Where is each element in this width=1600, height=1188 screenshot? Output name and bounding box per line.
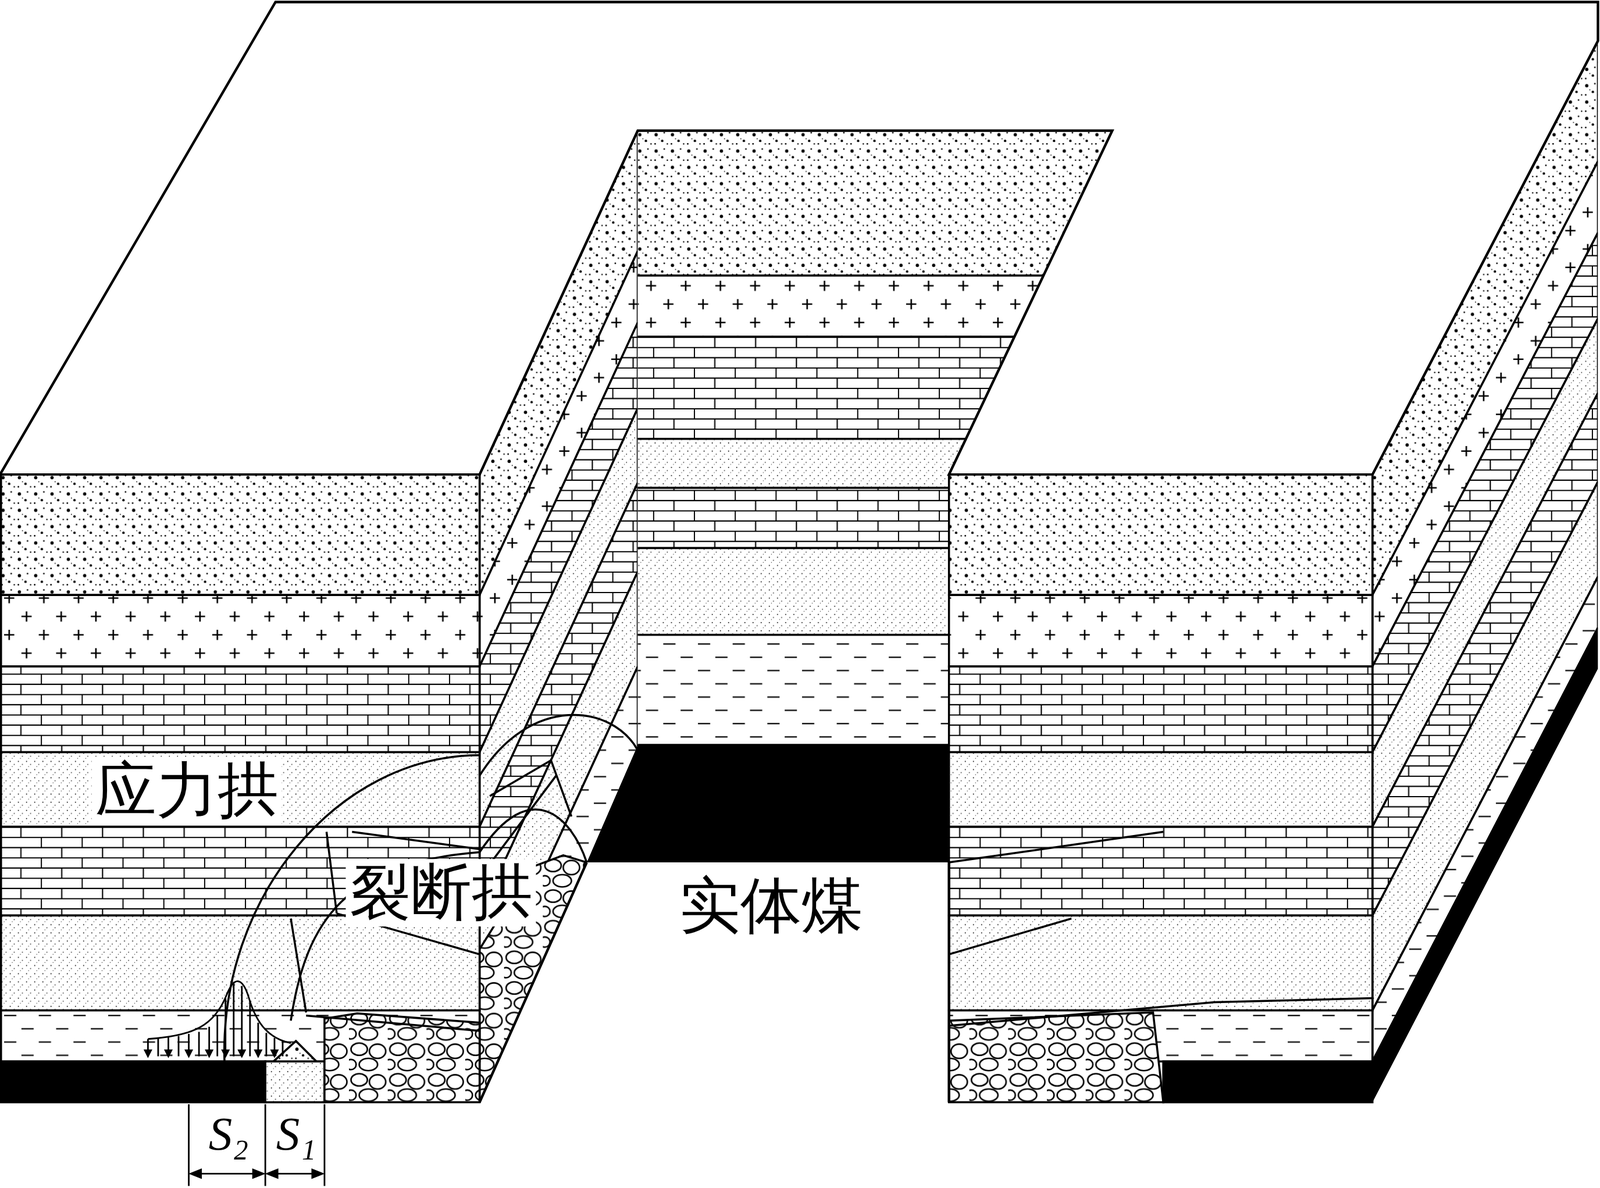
solid-coal-label: 实体煤 [675, 872, 867, 940]
arch-curves [224, 714, 639, 1062]
left-front-face [1, 474, 480, 1103]
stress-arch-label: 应力拱 [91, 757, 283, 825]
stress-curve [144, 981, 291, 1057]
top-surface [0, 2, 1598, 476]
trench-edge [479, 862, 950, 1103]
dimension-lines [189, 1104, 325, 1186]
right-front-face [949, 474, 1373, 1103]
fracture-arch-label: 裂断拱 [346, 859, 537, 927]
dimension-label: S₁ [276, 1108, 317, 1161]
dimension-label: S₂ [208, 1108, 249, 1161]
